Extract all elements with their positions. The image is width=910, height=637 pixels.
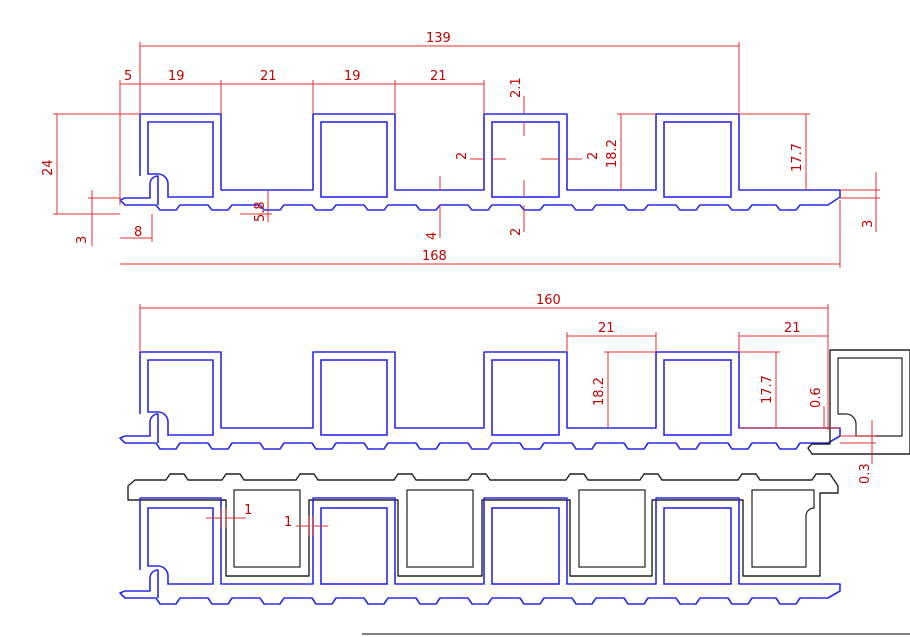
- cavity-1-assembly: [147, 359, 214, 436]
- dim-overall-top: 139: [426, 31, 451, 46]
- cavity-3-assembly: [491, 359, 560, 436]
- dim-segment-1: 19: [168, 69, 185, 84]
- dim-bottom-wall: 2: [509, 228, 524, 236]
- dim-cavity-height-right: 17.7: [790, 143, 805, 172]
- cavity-4-assembly: [663, 359, 732, 436]
- dim-wall-left: 2: [455, 152, 470, 160]
- dim-base-left: 3: [75, 236, 90, 244]
- dim-clearance-bottom: 0.3: [858, 463, 873, 484]
- dim-segment-2: 21: [260, 69, 277, 84]
- nested-profile-outline: [119, 497, 841, 605]
- nested-mating-cavity-3: [578, 489, 646, 568]
- profile-view-nested: 1 1: [119, 473, 841, 605]
- mating-cavity-right: [837, 357, 903, 437]
- dim-segment-4: 21: [430, 69, 447, 84]
- dim-cavity-wall-top: 2.1: [509, 77, 524, 98]
- nested-mating-cavity-1: [233, 489, 301, 568]
- dimension-lines-nested: [206, 508, 328, 536]
- nested-mating-cavity-2: [406, 489, 474, 568]
- dim-segment-3: 19: [344, 69, 361, 84]
- nested-cavity-3: [491, 507, 560, 585]
- dim-height-total: 24: [41, 159, 56, 176]
- dim-clearance-top: 0.6: [809, 387, 824, 408]
- dim-assembly-pitch-a: 21: [598, 321, 615, 336]
- cavity-4-top: [663, 121, 732, 198]
- nested-cavity-2: [320, 507, 388, 585]
- dimension-lines-assembly: [139, 304, 876, 464]
- profile-view-top: 139 5 19 21 19 21 24 3 8 5.8 4 2.1 2 2 2…: [41, 31, 880, 268]
- profile-outline-top: [119, 113, 841, 211]
- dim-tab-length: 8: [134, 225, 142, 240]
- dimension-lines-top: [53, 42, 880, 268]
- dim-groove-width: 4: [425, 232, 440, 240]
- nested-cavity-4: [663, 507, 732, 585]
- cavity-2-top: [320, 121, 388, 198]
- dim-edge-offset: 5: [124, 69, 132, 84]
- dim-gap-left: 1: [244, 503, 252, 518]
- nested-mating-cavity-4: [751, 489, 815, 568]
- dim-wall-right: 2: [586, 152, 601, 160]
- dim-base-right: 3: [861, 220, 876, 228]
- dim-cavity-height: 18.2: [605, 139, 620, 168]
- dim-gap-right: 1: [284, 515, 292, 530]
- dim-assembly-cavity-height: 18.2: [592, 377, 607, 406]
- nested-mating-outline: [127, 473, 839, 577]
- profile-view-assembly: 160 21 21 18.2 17.7 0.6 0.3: [119, 293, 910, 484]
- mating-profile-right: [807, 349, 910, 455]
- dim-assembly-pitch-b: 21: [784, 321, 801, 336]
- dim-assembly-overall: 160: [536, 293, 561, 308]
- dim-assembly-cavity-height-right: 17.7: [760, 375, 775, 404]
- dim-overall-bottom: 168: [422, 249, 447, 264]
- dim-groove-depth: 5.8: [253, 201, 268, 222]
- profile-outline-assembly: [119, 351, 841, 450]
- cavity-2-assembly: [320, 359, 388, 436]
- cavity-1-top: [147, 121, 214, 198]
- nested-cavity-1: [147, 507, 214, 585]
